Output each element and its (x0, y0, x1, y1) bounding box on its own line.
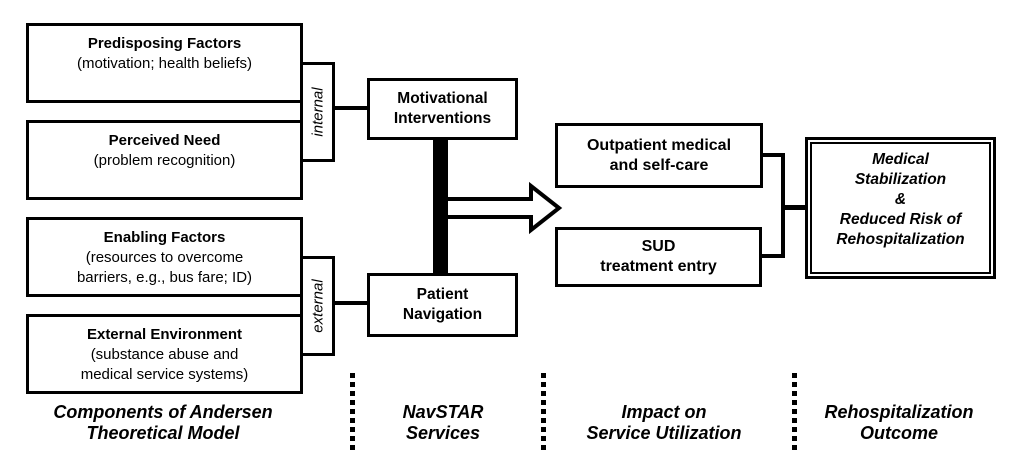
box-external-environment: External Environment (substance abuse an… (26, 314, 303, 394)
bracket-internal: internal (300, 62, 335, 162)
connector-outpatient-stub (761, 153, 785, 157)
box-label-line: Navigation (402, 306, 483, 323)
box-outcome-outer: Medical Stabilization & Reduced Risk of … (805, 137, 996, 279)
connector-sud-stub (761, 254, 785, 258)
box-motivational-interventions: Motivational Interventions (367, 78, 518, 140)
outcome-line: Medical (872, 151, 929, 168)
box-label-line: and self-care (609, 156, 709, 174)
service-link-bar (433, 138, 448, 275)
column-label-line: Rehospitalization (824, 402, 974, 422)
bracket-external: external (300, 256, 335, 356)
column-label-rehospitalization-outcome: Rehospitalization Outcome (799, 402, 999, 444)
box-title: External Environment (86, 326, 243, 343)
column-label-line: Service Utilization (586, 423, 742, 443)
box-subtitle: (substance abuse and (90, 346, 239, 363)
box-subtitle: barriers, e.g., bus fare; ID) (76, 269, 253, 286)
box-label-line: Patient (416, 286, 469, 303)
column-divider-2 (541, 373, 546, 451)
box-sud-treatment-entry: SUD treatment entry (555, 227, 762, 287)
connector-to-outcome (783, 205, 805, 210)
box-outpatient-medical: Outpatient medical and self-care (555, 123, 763, 188)
column-label-line: Outcome (859, 423, 938, 443)
column-label-andersen-model: Components of Andersen Theoretical Model (13, 402, 313, 444)
outcome-line: Stabilization (854, 171, 947, 188)
connector-external-to-navigation (332, 301, 368, 305)
box-predisposing-factors: Predisposing Factors (motivation; health… (26, 23, 303, 103)
column-label-line: Impact on (621, 402, 707, 422)
box-perceived-need: Perceived Need (problem recognition) (26, 120, 303, 200)
box-subtitle: (problem recognition) (93, 152, 236, 169)
outcome-line: & (894, 191, 907, 208)
column-label-service-utilization: Impact on Service Utilization (564, 402, 764, 444)
box-label-line: Motivational (397, 90, 488, 107)
bracket-external-label: external (309, 279, 326, 333)
column-label-line: NavSTAR (402, 402, 484, 422)
box-label-line: treatment entry (600, 258, 717, 275)
box-label-line: SUD (641, 238, 676, 255)
box-title: Perceived Need (108, 132, 221, 149)
box-medical-stabilization: Medical Stabilization & Reduced Risk of … (810, 142, 991, 274)
box-label-line: Interventions (393, 110, 492, 127)
box-subtitle: medical service systems) (80, 366, 249, 383)
column-divider-3 (792, 373, 797, 451)
box-subtitle: (motivation; health beliefs) (76, 55, 253, 72)
box-label-line: Outpatient medical (586, 136, 732, 154)
box-enabling-factors: Enabling Factors (resources to overcome … (26, 217, 303, 297)
column-divider-1 (350, 373, 355, 451)
column-label-line: Components of Andersen (53, 402, 273, 422)
box-title: Enabling Factors (103, 229, 226, 246)
connector-internal-to-motivational (332, 106, 368, 110)
box-patient-navigation: Patient Navigation (367, 273, 518, 337)
impact-arrow-icon (444, 181, 563, 235)
column-label-line: Services (405, 423, 481, 443)
box-title: Predisposing Factors (87, 35, 242, 52)
outcome-line: Reduced Risk of (839, 211, 962, 228)
bracket-internal-label: internal (309, 87, 326, 137)
column-label-line: Theoretical Model (86, 423, 240, 443)
outcome-line: Rehospitalization (836, 231, 965, 248)
column-label-navstar-services: NavSTAR Services (343, 402, 543, 444)
box-subtitle: (resources to overcome (85, 249, 244, 266)
